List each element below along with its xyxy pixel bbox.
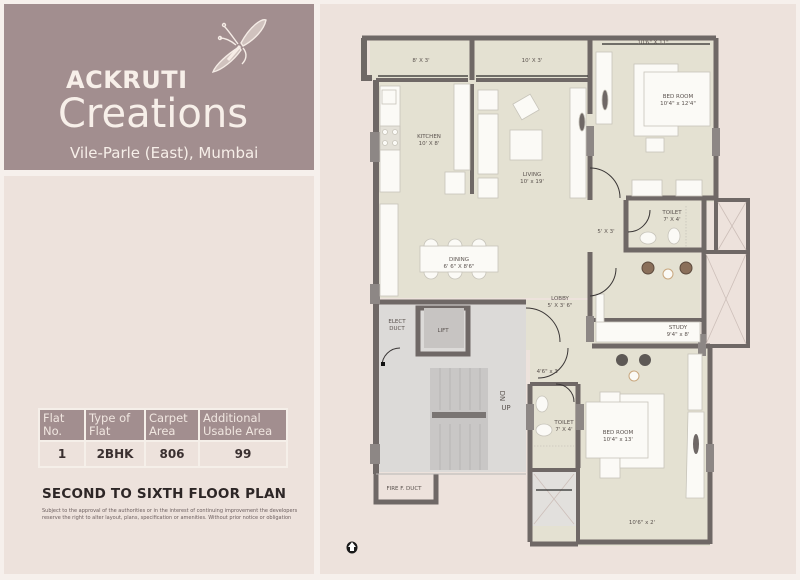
svg-text:TOILET: TOILET: [661, 210, 682, 216]
svg-text:10' X 8': 10' X 8': [419, 141, 440, 147]
svg-text:FIRE F. DUCT: FIRE F. DUCT: [386, 486, 422, 492]
svg-text:7' X 4': 7' X 4': [663, 217, 680, 223]
svg-text:4'6" x 3': 4'6" x 3': [537, 369, 560, 375]
svg-text:DN: DN: [498, 391, 506, 402]
svg-text:STUDY: STUDY: [669, 325, 688, 331]
col-carpet-area: Carpet Area: [146, 410, 198, 440]
left-panel: ACKRUTI Creations Vile-Parle (East), Mum…: [4, 4, 314, 574]
kitchen-fixtures: [379, 83, 471, 297]
svg-text:DINING: DINING: [449, 257, 469, 263]
room-labels: 8' X 3' 10' X 3' 10'6" X 11" KITCHEN 10'…: [386, 40, 695, 526]
svg-text:10' X 3': 10' X 3': [522, 58, 543, 64]
svg-text:LIVING: LIVING: [523, 172, 541, 178]
col-type-of-flat: Type of Flat: [86, 410, 144, 440]
floor-plan-drawing: 8' X 3' 10' X 3' 10'6" X 11" KITCHEN 10'…: [361, 35, 750, 547]
svg-text:10'4" x 12'4": 10'4" x 12'4": [660, 101, 696, 107]
svg-text:5' X 3' 6": 5' X 3' 6": [547, 303, 572, 309]
svg-text:10' x 19': 10' x 19': [520, 179, 544, 185]
table-header-row: Flat No. Type of Flat Carpet Area Additi…: [40, 410, 286, 440]
svg-text:LIFT: LIFT: [437, 328, 449, 334]
col-additional-usable-area: Additional Usable Area: [200, 410, 286, 440]
svg-text:BED ROOM: BED ROOM: [663, 94, 694, 100]
svg-text:BED ROOM: BED ROOM: [603, 430, 634, 436]
bedroom1-furniture: [595, 51, 711, 197]
windows: [370, 126, 720, 472]
svg-text:9'4" x 8': 9'4" x 8': [667, 332, 690, 338]
living-furniture: [477, 87, 587, 199]
brand-header: ACKRUTI Creations Vile-Parle (East), Mum…: [4, 4, 314, 170]
bedroom2-furniture: [585, 353, 705, 499]
svg-text:LOBBY: LOBBY: [551, 296, 569, 302]
cell-additional-area: 99: [200, 442, 286, 466]
table-row: 1 2BHK 806 99: [40, 442, 286, 466]
toilet2-fixtures: [534, 395, 574, 447]
svg-text:UP: UP: [501, 404, 510, 412]
staircase: [424, 308, 488, 470]
svg-text:10'6" x 2': 10'6" x 2': [629, 520, 655, 526]
floor-plan-panel: 8' X 3' 10' X 3' 10'6" X 11" KITCHEN 10'…: [320, 4, 796, 574]
brand-location: Vile-Parle (East), Mumbai: [70, 144, 259, 162]
brand-name-creations: Creations: [58, 91, 249, 137]
butterfly-logo-icon: [211, 19, 267, 73]
disclaimer-text: Subject to the approval of the authoriti…: [42, 508, 298, 521]
col-flat-no: Flat No.: [40, 410, 84, 440]
svg-text:KITCHEN: KITCHEN: [417, 134, 441, 140]
svg-text:TOILET: TOILET: [553, 420, 574, 426]
svg-text:10'4" x 13': 10'4" x 13': [603, 437, 633, 443]
cell-flat-no: 1: [40, 442, 84, 466]
cell-type: 2BHK: [86, 442, 144, 466]
svg-text:7' X 4': 7' X 4': [555, 427, 572, 433]
balcony-rails: [378, 43, 710, 491]
floor-plan-title: SECOND TO SIXTH FLOOR PLAN: [42, 486, 287, 502]
study-furniture: [595, 261, 701, 343]
shaft-markings: [533, 201, 747, 525]
cell-carpet-area: 806: [146, 442, 198, 466]
flat-details-table: Flat No. Type of Flat Carpet Area Additi…: [38, 408, 288, 468]
svg-text:5' X 3': 5' X 3': [597, 229, 614, 235]
dining-set: [419, 238, 499, 280]
svg-text:DUCT: DUCT: [389, 326, 405, 332]
meter-point: [381, 362, 385, 366]
north-arrow-icon: [346, 541, 358, 554]
flat-info-panel: Flat No. Type of Flat Carpet Area Additi…: [4, 176, 314, 574]
svg-text:10'6" X 11": 10'6" X 11": [637, 40, 668, 46]
toilet1-fixtures: [639, 206, 687, 248]
svg-text:6' 6" X 8'6": 6' 6" X 8'6": [443, 264, 474, 270]
svg-text:8' X 3': 8' X 3': [412, 58, 429, 64]
brand-name-ackruti: ACKRUTI: [66, 66, 188, 94]
svg-text:ELECT: ELECT: [388, 319, 406, 325]
